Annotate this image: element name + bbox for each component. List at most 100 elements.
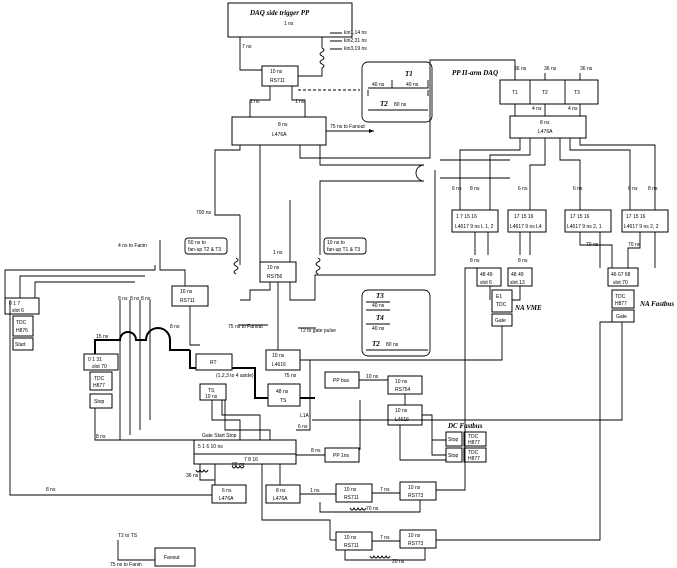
timing-t4-label: T4 xyxy=(376,314,384,322)
ns6-b: 6 ns xyxy=(518,186,528,192)
dc-stop2-box xyxy=(445,447,463,463)
na-vme-label: NA VME xyxy=(514,304,542,312)
ns70-b: 70 ns xyxy=(628,242,641,248)
ns75-fanout-top: 75 ns to Fanout xyxy=(330,124,365,130)
rs756-10ns: 10 ns xyxy=(267,265,280,271)
rs754-name: RS754 xyxy=(395,387,411,393)
rs711-bm-name: RS711 xyxy=(344,495,359,501)
rs756-name: RS756 xyxy=(267,274,283,280)
rs773-bm-10ns: 10 ns xyxy=(408,485,421,491)
ns7-a: 7 ns xyxy=(380,487,390,493)
l476a-bl-box xyxy=(211,484,247,504)
daq-side-trigger-label: DAQ side trigger PP xyxy=(249,9,310,17)
na-fastbus-label: NA Fastbus xyxy=(639,300,674,308)
l1a-label: L1A xyxy=(300,413,310,419)
ns8-b: 8 ns xyxy=(648,186,658,192)
ns36-d: 36 ns xyxy=(186,473,199,479)
svg-text:L4617 9 ns L4: L4617 9 ns L4 xyxy=(510,224,542,230)
timing-80ns: 80 ns xyxy=(394,102,407,108)
ns6-d: 6 ns xyxy=(628,186,638,192)
pp-1ns-label: PP 1ns xyxy=(333,453,350,459)
rs773-bm-box xyxy=(399,481,437,501)
thick-signal-path xyxy=(94,327,190,354)
start-left-label: Start xyxy=(15,342,26,348)
l476a-top-box xyxy=(231,116,327,146)
timing-box-top xyxy=(361,61,433,123)
timing-t2-label: T2 xyxy=(380,100,388,108)
timing-40ns-c: 40 ns xyxy=(372,303,385,309)
ns8-d: 8 ns xyxy=(518,258,528,264)
fastbus-gate-label: Gate xyxy=(616,314,627,320)
ns7-b: 7 ns xyxy=(380,535,390,541)
ns15-label: 15 ns xyxy=(96,334,109,340)
timing-t3-label: T3 xyxy=(376,292,384,300)
rt-label: RT xyxy=(210,360,217,366)
note-50ns-l2: fan-up T2 & T3 xyxy=(188,247,221,253)
dc-stop1-box xyxy=(445,431,463,447)
ns75-b: 75 ns xyxy=(284,373,297,379)
dc-tdc2-box xyxy=(463,447,487,463)
ns8-k: 8 ns xyxy=(46,487,56,493)
svg-text:L4617 9 ns 2, 2: L4617 9 ns 2, 2 xyxy=(624,224,659,230)
svg-text:L4617 9 ns L 1, 2: L4617 9 ns L 1, 2 xyxy=(455,224,494,230)
slot13-ch: 48 49 xyxy=(511,272,524,278)
ts-mid-box xyxy=(267,383,301,407)
note-50ns-box xyxy=(184,237,228,255)
l476a-bl-name: L476A xyxy=(219,496,234,502)
ns8-g: 8 ns xyxy=(130,296,140,302)
l476a-bm-8ns: 8 ns xyxy=(276,488,286,494)
svg-text:1 7 15 16: 1 7 15 16 xyxy=(456,214,477,220)
l476a-right-box xyxy=(509,115,587,139)
fastbus-tdc-h877: H877 xyxy=(615,301,627,307)
slot70-left-label: slot 70 xyxy=(92,364,107,370)
slot70-left-ch: 0 1 31 xyxy=(88,357,102,363)
lot-ch2: 7 8 16 xyxy=(244,457,258,463)
slot6-ch: 48 49 xyxy=(480,272,493,278)
ns8-a: 8 ns xyxy=(470,186,480,192)
timing-40ns-d: 40 ns xyxy=(372,326,385,332)
l4616-mid-name: L4616 xyxy=(272,362,286,368)
ts-label: TS xyxy=(208,388,215,394)
stop-left-box xyxy=(89,393,113,409)
ns6-a: 6 ns xyxy=(452,186,462,192)
lot-box-2 xyxy=(193,453,297,465)
ts-10ns: 10 ns xyxy=(205,394,218,400)
daq-side-1ns-label: 1 ns xyxy=(284,21,294,27)
vme-tdc-label: TDC xyxy=(496,302,507,308)
l476a-right-name: L476A xyxy=(538,129,553,135)
dc-stop2-label: Stop xyxy=(448,453,459,459)
tdc-h876-label: TDC xyxy=(16,320,27,326)
l476a-right-8ns: 8 ns xyxy=(540,120,550,126)
ts-box xyxy=(199,383,227,401)
vme-tdc-ch: E1 xyxy=(496,294,502,300)
ns36-c: 36 ns xyxy=(580,66,593,72)
ns10-a: 10 ns xyxy=(366,374,379,380)
rs773-bb-box xyxy=(399,529,437,549)
rs754-10ns: 10 ns xyxy=(395,379,408,385)
fastbus-tdc-box xyxy=(611,289,635,309)
rs773-bb-10ns: 10 ns xyxy=(408,533,421,539)
ns70-c: 70 ns xyxy=(366,506,379,512)
l476a-bl-6ns: 6 ns xyxy=(222,488,232,494)
tdc-h877-left-label: TDC xyxy=(94,376,105,382)
rs711-bb-name: RS711 xyxy=(344,543,359,549)
lot-ch: 5 1 6 10 ns xyxy=(198,444,223,450)
t2-label: T2 xyxy=(542,90,548,96)
l4616-mid-10ns: 10 ns xyxy=(272,353,285,359)
rs711-bb-10ns: 10 ns xyxy=(344,535,357,541)
l476a-top-name: L476A xyxy=(272,132,287,138)
slot13-label: slot 13 xyxy=(510,280,525,286)
fanout-box xyxy=(154,547,196,567)
ns6-e: 6 ns xyxy=(298,424,308,430)
dc-tdc2-name: H877 xyxy=(468,456,480,462)
rt-note: (1,2,3 to 4 aside) xyxy=(216,373,254,379)
note-10ns-l2: fan-up T1 & T3 xyxy=(327,247,360,253)
ns8-h: 8 ns xyxy=(141,296,151,302)
slot6-box xyxy=(476,267,502,287)
ns6-c: 6 ns xyxy=(573,186,583,192)
rs773-bm-name: RS773 xyxy=(408,493,424,499)
slot70-right-ch: 46 67 68 xyxy=(611,272,631,278)
tdc-h876-name: H876 xyxy=(16,328,28,334)
ns80-b: 80 ns xyxy=(232,462,245,468)
